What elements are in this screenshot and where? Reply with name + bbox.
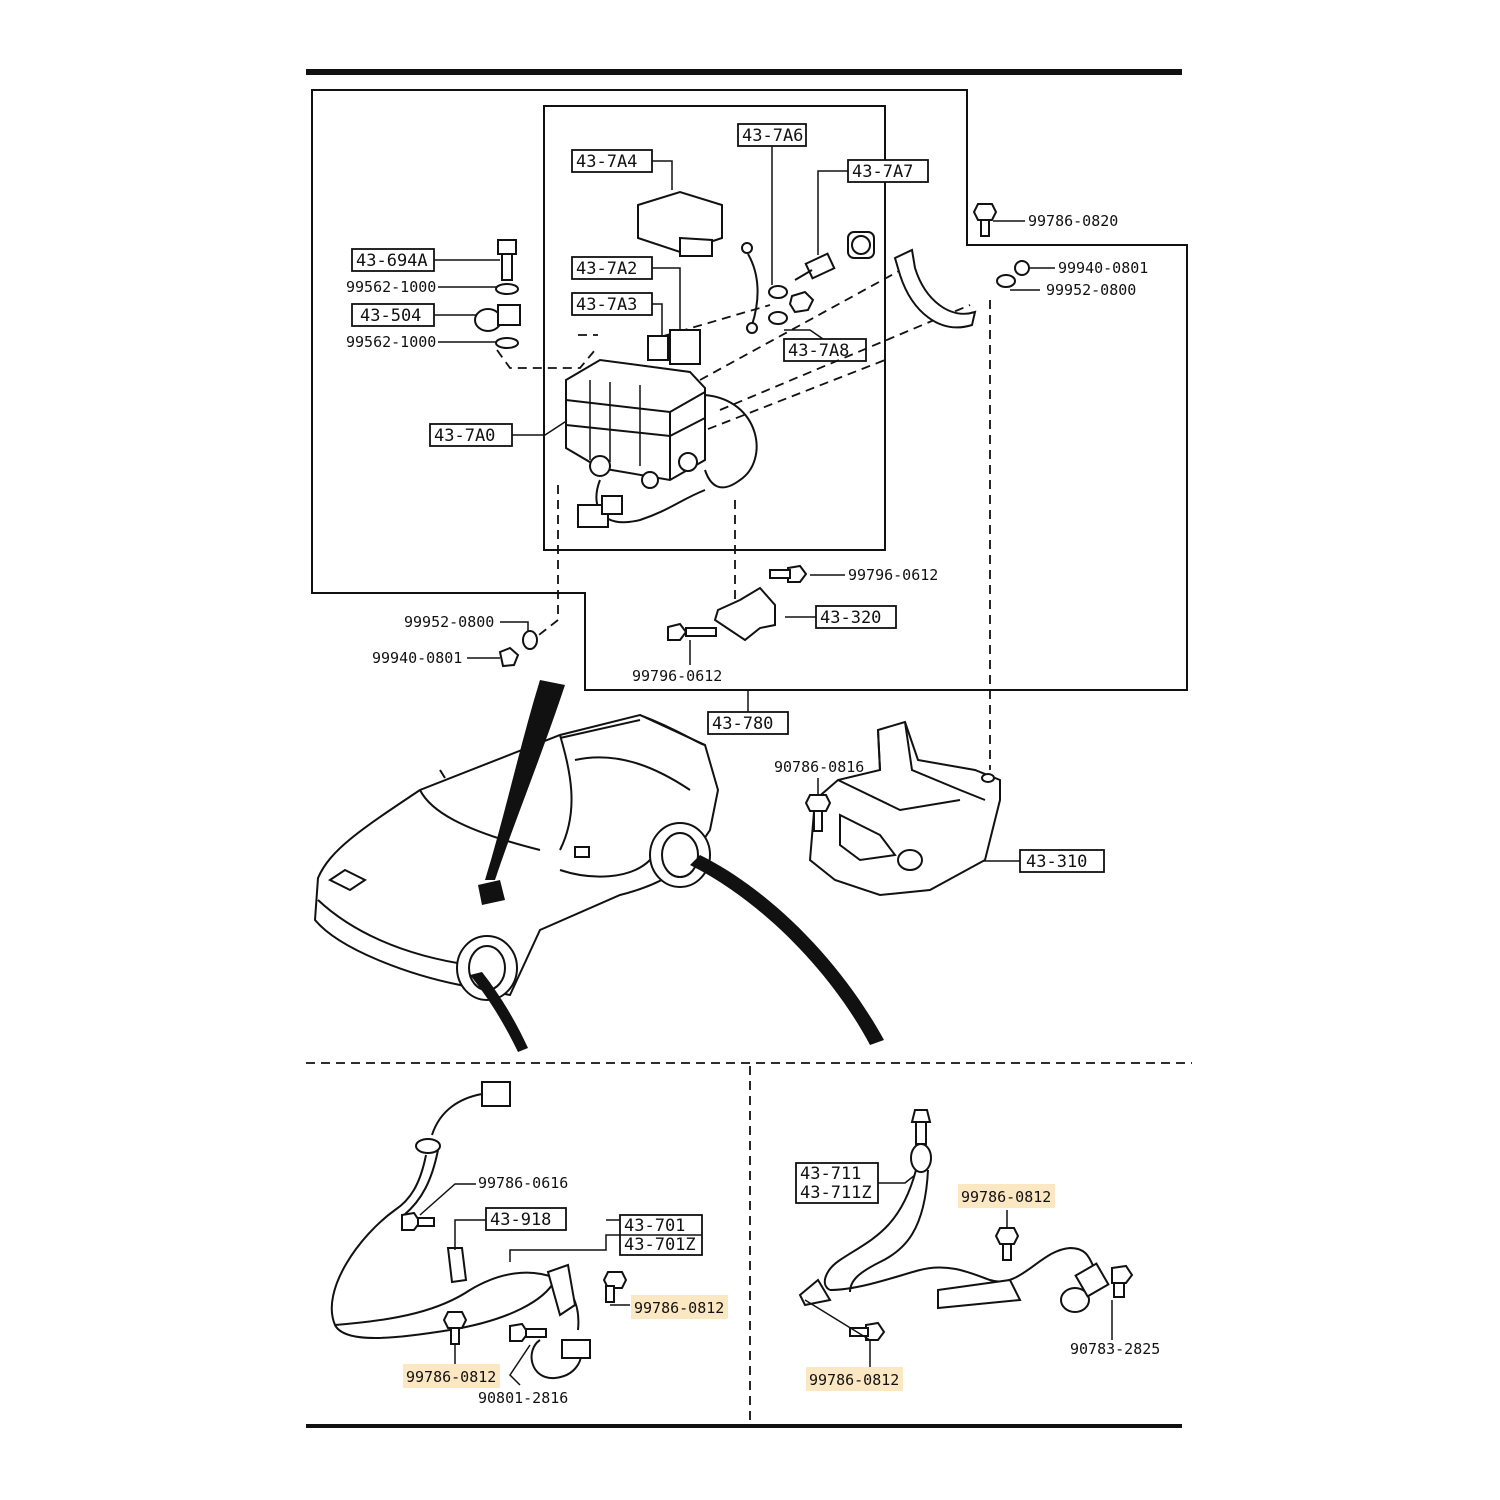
label-99786-0812-br-lower: 99786-0812 [809, 1371, 899, 1389]
label-43-7A4: 43-7A4 [576, 152, 637, 172]
washer-99562-1000-upper [495, 283, 519, 295]
label-43-711: 43-711 [800, 1164, 861, 1184]
ground-wire-43-7A8 [741, 242, 759, 334]
label-43-504: 43-504 [360, 306, 421, 326]
assembly-outline-43-780 [311, 89, 1188, 691]
bolt-99786-0812-br-lower [849, 1321, 886, 1341]
label-90786-0816: 90786-0816 [774, 758, 864, 776]
washer-99562-1000-lower [495, 337, 519, 349]
nut-99940-0801 [498, 646, 520, 668]
hydraulic-unit-group-outline [543, 105, 886, 551]
bolt-99796-0612-upper [769, 564, 808, 583]
bolt-43-694A [497, 239, 517, 281]
bolt-99786-0820 [972, 203, 998, 237]
washers-and-nut [768, 285, 815, 325]
label-43-7A2: 43-7A2 [576, 259, 637, 279]
label-43-7A7: 43-7A7 [852, 162, 913, 182]
bolt-99796-0612-lower [667, 622, 717, 641]
label-99796-0612-upper: 99796-0612 [848, 566, 938, 584]
bolt-99786-0812-bl-right [602, 1271, 628, 1303]
label-43-7A8: 43-7A8 [788, 341, 849, 361]
label-43-701: 43-701 [624, 1216, 685, 1236]
washer-99952-0800 [522, 630, 538, 650]
top-rule [306, 69, 1182, 75]
car-illustration [313, 680, 884, 1052]
bushing-43-504 [474, 304, 521, 332]
relays-43-7A2-7A3 [647, 329, 701, 365]
label-99786-0812-bl-left: 99786-0812 [406, 1368, 496, 1386]
bracket-43-320 [713, 586, 776, 642]
label-43-694A: 43-694A [356, 251, 428, 271]
label-99786-0812-bl-right: 99786-0812 [634, 1299, 724, 1317]
label-43-918: 43-918 [490, 1210, 551, 1230]
sensor-43-701 [330, 1081, 591, 1380]
leader-lines-bottom-left [419, 1183, 702, 1386]
bolt-90786-0816 [804, 794, 832, 832]
label-43-310: 43-310 [1026, 852, 1087, 872]
highlight-group [403, 1184, 1055, 1391]
part-labels: 43-7A6 43-7A4 43-7A7 99786-0820 43-694A … [346, 126, 1160, 1407]
label-43-7A0: 43-7A0 [434, 426, 495, 446]
label-99796-0612-lower: 99796-0612 [632, 667, 722, 685]
label-43-7A3: 43-7A3 [576, 295, 637, 315]
label-43-711Z: 43-711Z [800, 1183, 872, 1203]
nut-washer-right [996, 260, 1030, 288]
label-box-group [351, 123, 1105, 1256]
label-99786-0820: 99786-0820 [1028, 212, 1118, 230]
label-90801-2816: 90801-2816 [478, 1389, 568, 1407]
label-99952-0800-left: 99952-0800 [404, 613, 494, 631]
label-99562-1000-upper: 99562-1000 [346, 278, 436, 296]
bottom-rule [306, 1424, 1182, 1428]
bolt-99786-0616 [401, 1211, 435, 1231]
hydraulic-unit-43-7A0 [565, 358, 758, 528]
label-99940-0801-left: 99940-0801 [372, 649, 462, 667]
label-99940-0801-right: 99940-0801 [1058, 259, 1148, 277]
bolt-99786-0812-br-upper [994, 1227, 1020, 1261]
label-90783-2825: 90783-2825 [1070, 1340, 1160, 1358]
label-99786-0812-br-upper: 99786-0812 [961, 1188, 1051, 1206]
relay-43-7A4 [637, 190, 723, 257]
label-43-320: 43-320 [820, 608, 881, 628]
bolt-90783-2825 [1111, 1264, 1134, 1298]
label-43-701Z: 43-701Z [624, 1235, 696, 1255]
label-99952-0800-right: 99952-0800 [1046, 281, 1136, 299]
label-99562-1000-lower: 99562-1000 [346, 333, 436, 351]
label-99786-0616: 99786-0616 [478, 1174, 568, 1192]
insulator-43-7A7 [847, 231, 875, 259]
leader-lines-bottom-right [804, 1174, 1113, 1367]
label-43-7A6: 43-7A6 [742, 126, 803, 146]
label-43-780: 43-780 [712, 714, 773, 734]
dashed-assembly-lines [496, 264, 991, 770]
bolt-99786-0812-bl-left [442, 1311, 468, 1345]
sensor-43-711 [798, 1109, 1110, 1313]
bolt-90801-2816 [509, 1322, 547, 1342]
stud-43-7A7 [794, 252, 836, 281]
bracket-43-310 [808, 720, 1001, 897]
bracket-strap [893, 248, 977, 329]
